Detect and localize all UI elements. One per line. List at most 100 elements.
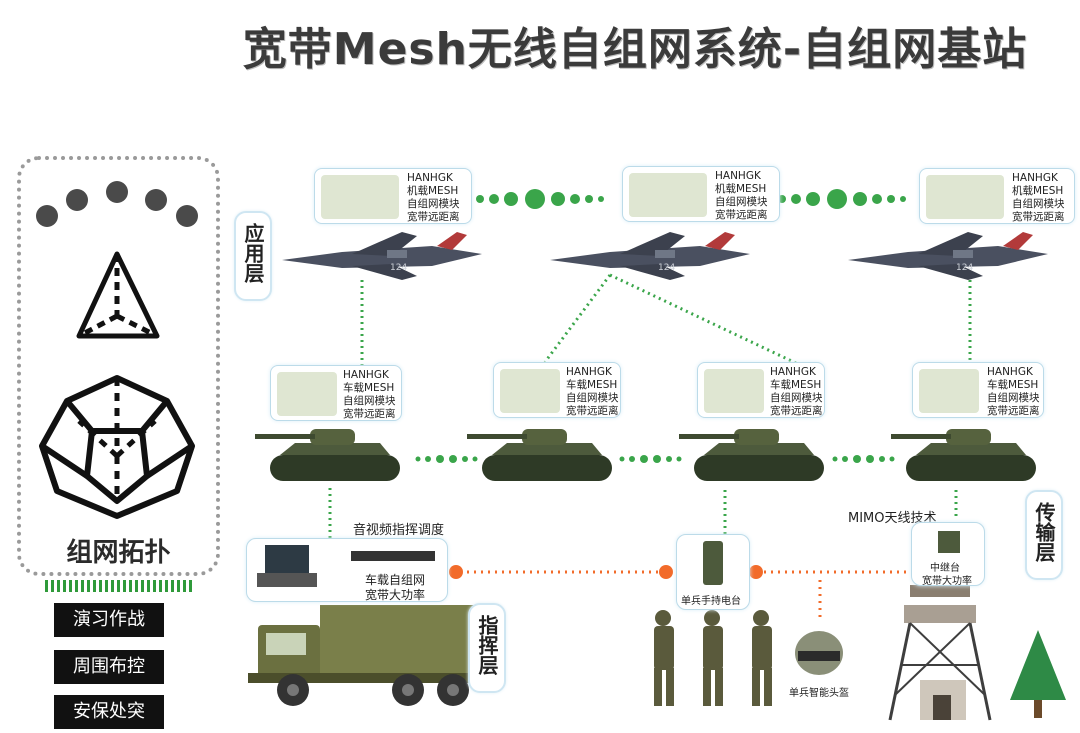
airborne-link-dots <box>465 189 906 209</box>
module-line: 自组网模块 <box>343 395 396 407</box>
layer-label-transmission: 传输层 <box>1025 490 1063 580</box>
module-line: 宽带远距离 <box>1012 211 1065 223</box>
vehicle-mesh-module: HANHGK 车载MESH 自组网模块 宽带远距离 <box>697 362 825 418</box>
module-line: 宽带远距离 <box>343 408 396 420</box>
module-line: 车载MESH <box>343 382 395 394</box>
module-line: 车载MESH <box>566 379 618 391</box>
module-text: HANHGK 机载MESH 自组网模块 宽带远距离 <box>715 170 768 222</box>
module-line: 车载MESH <box>987 379 1039 391</box>
command-station-box: 车载自组网 宽带大功率 <box>246 538 448 602</box>
module-brand: HANHGK <box>715 170 761 182</box>
airborne-mesh-module: HANHGK 机载MESH 自组网模块 宽带远距离 <box>314 168 472 224</box>
handheld-radio-label: 单兵手持电台 <box>681 596 741 607</box>
vehicle-mesh-module: HANHGK 车载MESH 自组网模块 宽带远距离 <box>912 362 1044 418</box>
module-text: HANHGK 车载MESH 自组网模块 宽带远距离 <box>770 366 823 418</box>
command-equipment-icon <box>257 545 435 587</box>
mimo-antenna-label: MIMO天线技术 <box>848 511 937 526</box>
module-line: 自组网模块 <box>1012 198 1065 210</box>
module-device-icon <box>277 372 337 416</box>
smart-helmet-icon <box>795 631 843 675</box>
module-line: 机载MESH <box>407 185 459 197</box>
module-line: 机载MESH <box>715 183 767 195</box>
module-device-icon <box>321 175 399 219</box>
module-device-icon <box>500 369 560 413</box>
airborne-mesh-module: HANHGK 机载MESH 自组网模块 宽带远距离 <box>919 168 1075 224</box>
tank <box>891 429 1036 481</box>
scenario-button-security[interactable]: 安保处突 <box>54 695 164 729</box>
module-text: HANHGK 车载MESH 自组网模块 宽带远距离 <box>987 366 1040 418</box>
module-text: HANHGK 机载MESH 自组网模块 宽带远距离 <box>1012 172 1065 224</box>
module-device-icon <box>704 369 764 413</box>
scenario-button-exercise[interactable]: 演习作战 <box>54 603 164 637</box>
module-line: 宽带远距离 <box>987 405 1040 417</box>
jet-tail-number: 124 <box>658 263 675 273</box>
smart-helmet-label: 单兵智能头盔 <box>789 688 849 699</box>
layer-label-application: 应用层 <box>234 211 272 301</box>
tank <box>467 429 612 481</box>
polyhedron-mesh-icon <box>39 375 195 519</box>
military-truck <box>248 605 503 706</box>
module-line: 自组网模块 <box>566 392 619 404</box>
module-brand: HANHGK <box>770 366 816 378</box>
module-brand: HANHGK <box>1012 172 1058 184</box>
tree-icon <box>1010 630 1066 718</box>
module-line: 自组网模块 <box>987 392 1040 404</box>
module-text: HANHGK 车载MESH 自组网模块 宽带远距离 <box>566 366 619 418</box>
fighter-jet: 124 <box>282 232 482 280</box>
tetrahedron-icon <box>76 251 160 339</box>
module-line: 宽带远距离 <box>770 405 823 417</box>
tank <box>255 429 400 481</box>
module-brand: HANHGK <box>987 366 1033 378</box>
module-line: 自组网模块 <box>715 196 768 208</box>
mesh-links <box>328 273 972 540</box>
relay-line2: 宽带大功率 <box>922 576 972 587</box>
link-node <box>449 565 463 579</box>
module-text: HANHGK 车载MESH 自组网模块 宽带远距离 <box>343 369 396 421</box>
fighter-jet: 124 <box>550 232 750 280</box>
relay-station-box: 中继台 宽带大功率 <box>911 522 985 587</box>
module-line: 宽带远距离 <box>407 211 460 223</box>
av-command-label: 音视频指挥调度 <box>353 523 445 538</box>
module-line: 自组网模块 <box>770 392 823 404</box>
vehicle-mesh-module: HANHGK 车载MESH 自组网模块 宽带远距离 <box>270 365 402 421</box>
layer-label-text: 传输层 <box>1032 502 1056 562</box>
module-line: 车载MESH <box>770 379 822 391</box>
command-links <box>460 570 910 620</box>
topology-legend-panel: 组网拓扑 <box>17 156 220 576</box>
scenario-button-perimeter[interactable]: 周围布控 <box>54 650 164 684</box>
topology-legend-graphics <box>36 181 198 519</box>
module-line: 自组网模块 <box>407 198 460 210</box>
page-title: 宽带Mesh无线自组网系统-自组网基站 <box>242 24 1028 75</box>
module-device-icon <box>629 173 707 217</box>
vehicle-link-dots <box>415 455 895 463</box>
fighter-jet: 124 <box>848 232 1048 280</box>
module-text: HANHGK 机载MESH 自组网模块 宽带远距离 <box>407 172 460 224</box>
link-node <box>659 565 673 579</box>
module-line: 宽带远距离 <box>715 209 768 221</box>
node-dots-icon <box>36 181 198 227</box>
command-vehicle-line2: 宽带大功率 <box>365 588 426 602</box>
module-device-icon <box>919 369 979 413</box>
vehicle-mesh-module: HANHGK 车载MESH 自组网模块 宽带远距离 <box>493 362 621 418</box>
layer-label-command: 指挥层 <box>468 603 506 693</box>
module-brand: HANHGK <box>343 369 389 381</box>
relay-radio-icon <box>938 531 960 553</box>
legend-separator <box>45 580 193 592</box>
handheld-radio-icon <box>703 541 723 585</box>
jet-tail-number: 124 <box>956 263 973 273</box>
module-brand: HANHGK <box>407 172 453 184</box>
handheld-radio-box: 单兵手持电台 <box>676 534 750 610</box>
link-node <box>749 565 763 579</box>
relay-line1: 中继台 <box>930 563 960 574</box>
module-line: 机载MESH <box>1012 185 1064 197</box>
soldier <box>752 610 772 706</box>
module-line: 宽带远距离 <box>566 405 619 417</box>
layer-label-text: 指挥层 <box>475 615 499 675</box>
airborne-mesh-module: HANHGK 机载MESH 自组网模块 宽带远距离 <box>622 166 780 222</box>
soldier <box>654 610 674 706</box>
module-device-icon <box>926 175 1004 219</box>
layer-label-text: 应用层 <box>241 223 265 283</box>
soldier <box>703 610 723 706</box>
tank <box>679 429 824 481</box>
